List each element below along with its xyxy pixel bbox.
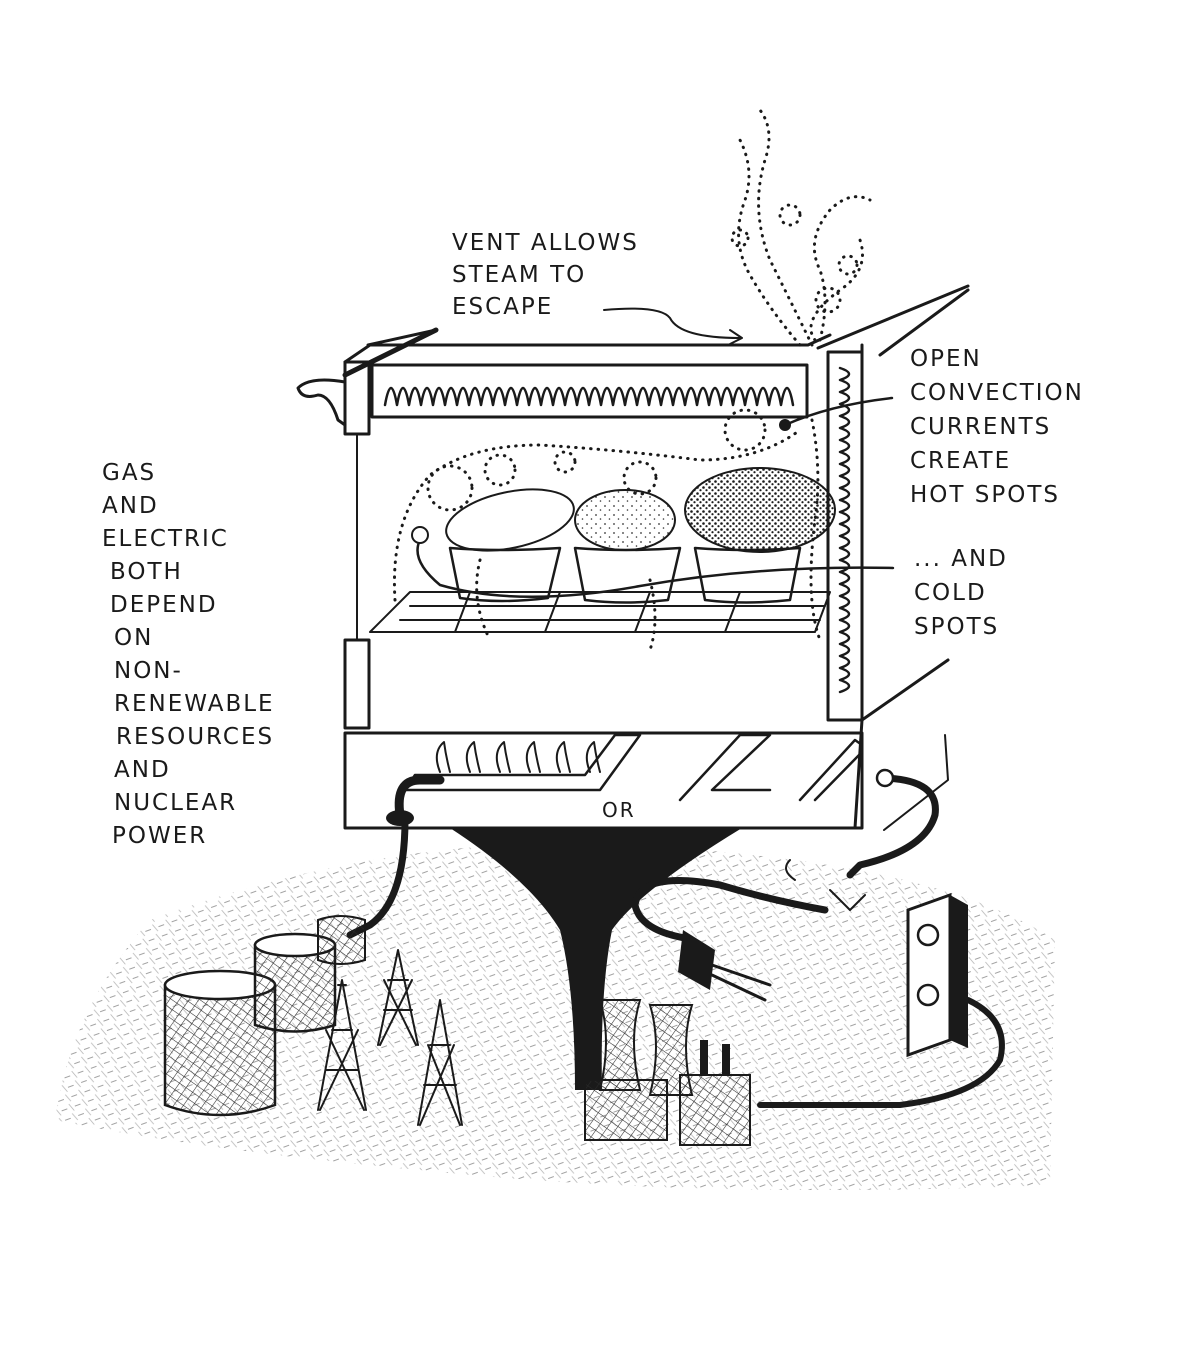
- oil-barrels: [163, 915, 366, 1117]
- vent-annotation-line: VENT ALLOWS: [452, 230, 639, 256]
- oil-derricks: [317, 949, 463, 1126]
- power-cord: [846, 774, 939, 879]
- cold-spots-annotation: ... AND COLD SPOTS: [914, 548, 1034, 648]
- plug: [678, 930, 715, 990]
- resources-annotation-line: ELECTRIC: [102, 526, 229, 552]
- gas-pipe: [394, 775, 445, 820]
- resources-annotation: GAS AND ELECTRIC BOTH DEPEND ON NON- REN…: [102, 462, 322, 852]
- convection-annotation-line: CURRENTS: [910, 414, 1052, 440]
- side-element-box: [826, 350, 864, 722]
- broil-element-box: [370, 363, 809, 419]
- oven-side-panel: [816, 284, 970, 830]
- convection-annotation-line: HOT SPOTS: [910, 482, 1060, 508]
- resources-annotation-line: RENEWABLE: [114, 691, 275, 717]
- cold-spots-annotation-line: COLD: [914, 580, 987, 606]
- vent-annotation: VENT ALLOWS STEAM TO ESCAPE: [452, 232, 652, 322]
- steam-dots: [757, 108, 814, 347]
- vent-leader-arrow: [603, 307, 743, 345]
- power-plant: [584, 999, 751, 1146]
- vent-annotation-line: ESCAPE: [452, 294, 554, 320]
- resources-annotation-line: GAS: [102, 460, 157, 486]
- resources-annotation-line: POWER: [112, 823, 208, 849]
- convection-currents: [392, 428, 802, 602]
- energy-funnel: [450, 828, 742, 1090]
- vent-annotation-line: STEAM TO: [452, 262, 587, 288]
- convection-annotation-line: CONVECTION: [910, 380, 1084, 406]
- burner-flames: [435, 741, 601, 773]
- broil-coil: [383, 386, 795, 407]
- outlet-cord: [757, 997, 1005, 1108]
- convection-annotation: OPEN CONVECTION CURRENTS CREATE HOT SPOT…: [910, 348, 1110, 518]
- convection-annotation-line: OPEN: [910, 346, 982, 372]
- cold-spot-leader: [416, 538, 895, 598]
- baking-dish-middle: [573, 546, 682, 604]
- oven-door-frame-bottom: [343, 638, 371, 730]
- resources-annotation-line: ON: [114, 625, 154, 651]
- resources-annotation-line: NUCLEAR: [114, 790, 238, 816]
- cold-spots-annotation-line: ... AND: [914, 546, 1008, 572]
- baking-dish-left: [448, 546, 562, 603]
- hot-spot-burnt-food: [684, 467, 836, 553]
- oven-rack: [369, 591, 831, 633]
- gas-burner: [403, 733, 642, 792]
- hot-spot-leader: [783, 396, 894, 427]
- oven-top-panel: [343, 328, 832, 364]
- resources-annotation-line: BOTH: [110, 559, 183, 585]
- side-coil: [838, 366, 851, 694]
- wall-outlet: [906, 892, 952, 1058]
- resources-annotation-line: AND: [114, 757, 171, 783]
- baking-dish-right: [693, 546, 802, 604]
- resources-annotation-line: DEPEND: [110, 592, 218, 618]
- resources-annotation-line: RESOURCES: [116, 724, 275, 750]
- resources-annotation-line: NON-: [114, 658, 183, 684]
- or-label: OR: [602, 798, 636, 822]
- electric-element: [678, 733, 864, 802]
- cold-spots-annotation-line: SPOTS: [914, 614, 1000, 640]
- convection-annotation-line: CREATE: [910, 448, 1012, 474]
- oven-door-handle: [296, 378, 347, 427]
- resources-annotation-line: AND: [102, 493, 159, 519]
